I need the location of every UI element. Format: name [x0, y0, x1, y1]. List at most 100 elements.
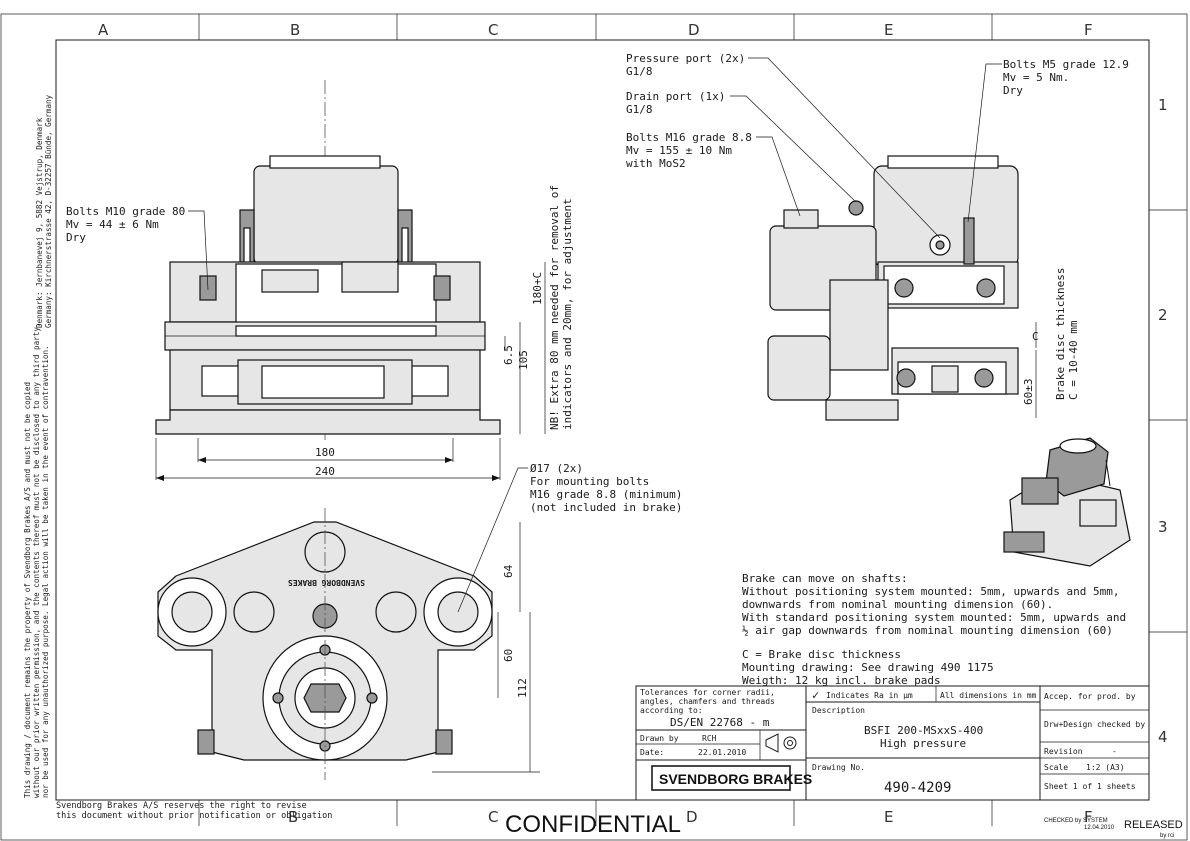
- dim-c: C: [1032, 330, 1039, 343]
- dim-60: 60: [502, 649, 515, 662]
- bolts-m16-callout: Bolts M16 grade 8.8 Mv = 155 ± 10 Nm wit…: [626, 131, 801, 217]
- dim-105: 105: [517, 350, 530, 370]
- svg-text:Bolts M16 grade 8.8: Bolts M16 grade 8.8: [626, 131, 752, 144]
- svg-text:Denmark: Jernbanevej 9, 5882 V: Denmark: Jernbanevej 9, 5882 Vejstrup, D…: [35, 117, 44, 328]
- svg-text:Bolts M5 grade 12.9: Bolts M5 grade 12.9: [1003, 58, 1129, 71]
- svg-text:G1/8: G1/8: [626, 103, 653, 116]
- description-part: BSFI 200-MSxxS-400: [864, 724, 983, 737]
- ra-label: Indicates Ra in μm: [826, 691, 913, 700]
- bolts-m10-callout: Bolts M10 grade 80 Mv = 44 ± 6 Nm Dry: [66, 205, 209, 291]
- reserve-note-1: Svendborg Brakes A/S reserves the right …: [56, 801, 307, 811]
- bottom-view: SVENDBORG BRAKES 64 60 112: [157, 508, 540, 780]
- svg-text:indicators and 20mm, for adjus: indicators and 20mm, for adjustment: [561, 198, 574, 430]
- title-block: Tolerances for corner radii, angles, cha…: [635, 685, 1150, 801]
- brand-logo: SVENDBORG BRAKES: [659, 771, 812, 787]
- date-label: Date:: [640, 748, 664, 757]
- col-label-b: B: [290, 21, 300, 39]
- svg-text:Brake can move on shafts:: Brake can move on shafts:: [742, 572, 908, 585]
- svg-text:Dry: Dry: [66, 231, 86, 244]
- dim-240: 240: [315, 465, 335, 478]
- ra-check-icon: ✓: [812, 688, 819, 702]
- svg-text:This drawing / document remain: This drawing / document remains the prop…: [23, 382, 32, 798]
- front-view: 180 240 180+C 105 6.5: [155, 80, 546, 481]
- scale-label: Scale: [1044, 763, 1068, 772]
- drawing-no-label: Drawing No.: [812, 763, 865, 772]
- svg-text:For mounting bolts: For mounting bolts: [530, 475, 649, 488]
- drawn-by-label: Drawn by: [640, 734, 679, 743]
- svg-text:With standard positioning syst: With standard positioning system mounted…: [742, 611, 1126, 624]
- nb-removal-note: NB! Extra 80 mm needed for removal of in…: [548, 185, 574, 430]
- svg-text:downwards from nominal mountin: downwards from nominal mounting dimensio…: [742, 598, 1053, 611]
- col-label-c: C: [488, 21, 498, 39]
- dim-64: 64: [502, 564, 515, 578]
- revision-label: Revision: [1044, 747, 1083, 756]
- dim-60-3: 60±3: [1022, 379, 1035, 406]
- row-label-2: 2: [1158, 306, 1168, 324]
- svg-text:G1/8: G1/8: [626, 65, 653, 78]
- col-label-a: A: [98, 21, 109, 39]
- mounting-holes-callout: Ø17 (2x) For mounting bolts M16 grade 8.…: [457, 462, 682, 613]
- bolts-m5-callout: Bolts M5 grade 12.9 Mv = 5 Nm. Dry: [967, 58, 1129, 223]
- dims-mm-label: All dimensions in mm: [940, 691, 1037, 700]
- description-label: Description: [812, 706, 865, 715]
- svg-text:M16 grade 8.8 (minimum): M16 grade 8.8 (minimum): [530, 488, 682, 501]
- col-label-bottom-b: B: [288, 808, 298, 826]
- isometric-view: [1003, 437, 1131, 567]
- svg-text:without our prior written perm: without our prior written permission, an…: [32, 323, 41, 798]
- disc-thickness-note: Brake disc thickness C = 10-40 mm: [1054, 268, 1080, 400]
- released-by: by rci: [1160, 833, 1174, 839]
- svg-text:C = Brake disc thickness: C = Brake disc thickness: [742, 648, 901, 661]
- side-view: C 60±3: [767, 155, 1039, 421]
- col-label-bottom-e: E: [884, 808, 893, 826]
- row-label-1: 1: [1158, 96, 1168, 114]
- svg-text:Weigth: 12 kg incl. brake pads: Weigth: 12 kg incl. brake pads: [742, 674, 941, 687]
- tolerances-line-3: according to:: [640, 706, 703, 715]
- scale-value: 1:2 (A3): [1086, 763, 1125, 772]
- drawing-number: 490-4209: [884, 780, 951, 796]
- dim-180c: 180+C: [531, 272, 544, 305]
- drain-port-callout: Drain port (1x) G1/8: [626, 90, 857, 203]
- dim-180: 180: [315, 446, 335, 459]
- sheet-info: Sheet 1 of 1 sheets: [1044, 782, 1136, 791]
- col-label-f: F: [1084, 21, 1093, 39]
- tolerances-line-1: Tolerances for corner radii,: [640, 688, 775, 697]
- svg-text:½ air gap downwards from nomin: ½ air gap downwards from nominal mountin…: [742, 624, 1113, 637]
- col-label-bottom-d: D: [686, 808, 698, 826]
- revision-value: -: [1112, 747, 1117, 756]
- general-notes: C = Brake disc thickness Mounting drawin…: [742, 648, 994, 687]
- tolerances-line-2: angles, chamfers and threads: [640, 697, 775, 706]
- svg-text:C = 10-40 mm: C = 10-40 mm: [1067, 320, 1080, 400]
- col-label-e: E: [884, 21, 893, 39]
- checked-date: 12.04.2010: [1084, 825, 1115, 831]
- row-label-4: 4: [1158, 728, 1168, 746]
- dim-112: 112: [516, 678, 529, 698]
- dim-6-5: 6.5: [502, 345, 515, 365]
- svg-text:nor be used for any unauthoriz: nor be used for any unauthorized purpose…: [41, 345, 50, 798]
- svg-text:Without positioning system mou: Without positioning system mounted: 5mm,…: [742, 585, 1120, 598]
- shaft-movement-notes: Brake can move on shafts: Without positi…: [742, 572, 1126, 637]
- svg-text:with MoS2: with MoS2: [626, 157, 686, 170]
- projection-symbol-icon: [765, 733, 797, 753]
- svg-text:NB! Extra 80 mm needed for rem: NB! Extra 80 mm needed for removal of: [548, 185, 561, 430]
- accep-prod-label: Accep. for prod. by: [1044, 692, 1136, 701]
- svg-text:Pressure port (2x): Pressure port (2x): [626, 52, 745, 65]
- svg-text:Drain port (1x): Drain port (1x): [626, 90, 725, 103]
- tolerance-standard: DS/EN 22768 - m: [670, 716, 770, 729]
- company-address: Denmark: Jernbanevej 9, 5882 Vejstrup, D…: [35, 94, 53, 328]
- col-label-d: D: [688, 21, 700, 39]
- pressure-port-callout: Pressure port (2x) G1/8: [626, 52, 941, 239]
- reserve-note-2: this document without prior notification…: [56, 811, 332, 821]
- col-label-bottom-c: C: [488, 808, 498, 826]
- property-notice: This drawing / document remains the prop…: [23, 323, 50, 798]
- checked-stamp: CHECKED by SYSTEM: [1044, 818, 1108, 824]
- drw-design-label: Drw+Design checked by: [1044, 720, 1145, 729]
- outer-frame: [0, 13, 1188, 841]
- svg-text:Mounting drawing: See drawing: Mounting drawing: See drawing 490 1175: [742, 661, 994, 674]
- svg-text:Brake disc thickness: Brake disc thickness: [1054, 268, 1067, 400]
- svg-text:Bolts M10 grade 80: Bolts M10 grade 80: [66, 205, 185, 218]
- col-label-bottom-f: F: [1084, 808, 1093, 826]
- date-value: 22.01.2010: [698, 748, 746, 757]
- confidential-stamp: CONFIDENTIAL: [505, 811, 681, 838]
- description-pressure: High pressure: [880, 737, 966, 750]
